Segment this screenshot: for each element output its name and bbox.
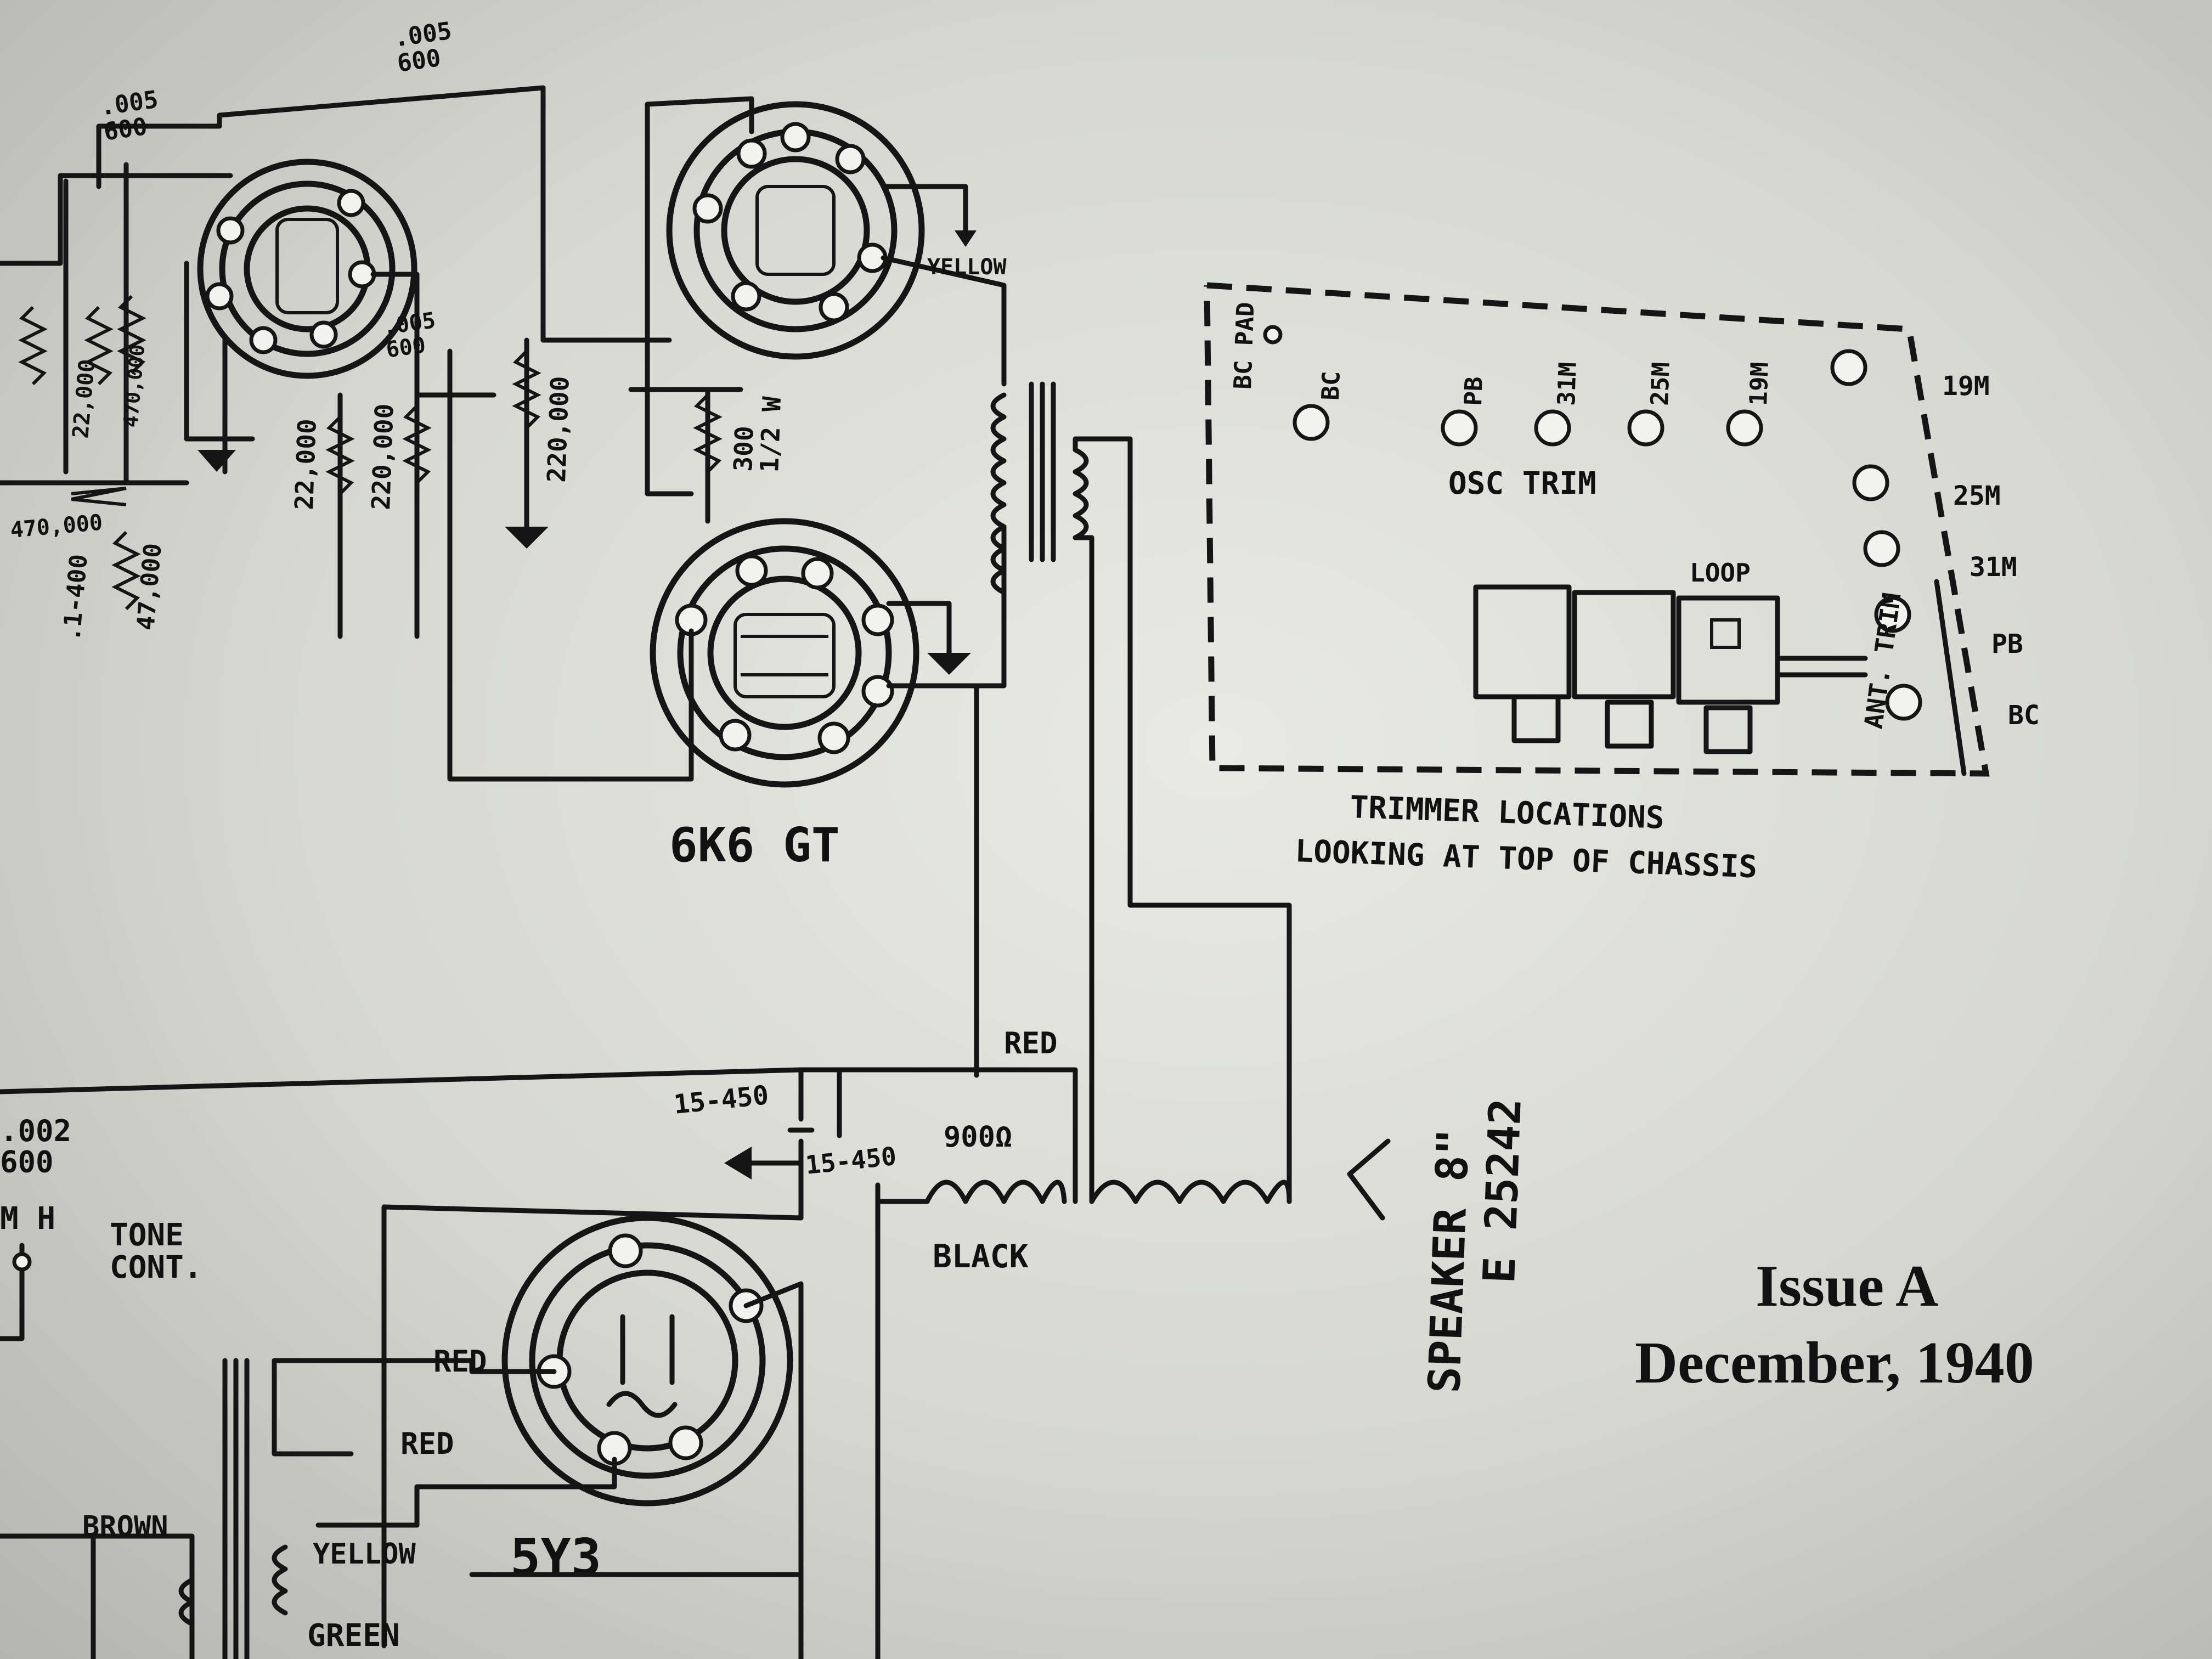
cap-005-b-label: .005600 [98, 86, 163, 146]
cap-005-c-label: .005600 [381, 308, 441, 363]
wire-black-label: BLACK [933, 1238, 1029, 1275]
trimmer-title-line2: LOOKING AT TOP OF CHASSIS [1295, 833, 1758, 885]
trimmer-title-line1: TRIMMER LOCATIONS [1350, 789, 1665, 836]
choke-label: 900Ω [944, 1121, 1012, 1154]
speaker-label: SPEAKER 8" [1419, 1128, 1479, 1394]
res-22000-b-label: 22,000 [289, 418, 322, 510]
right-25m-label: 25M [1953, 481, 2001, 511]
tube-socket-6k6gt [650, 518, 919, 788]
osc-19m-label: 19M [1745, 362, 1774, 406]
tube-5y3-label: 5Y3 [510, 1528, 601, 1587]
osc-pb-label: PB [1459, 376, 1488, 407]
wire-red-top-label: RED [1004, 1026, 1058, 1060]
resistors [18, 295, 723, 611]
wire-red-2-label: RED [400, 1426, 454, 1461]
tube-socket-5y3 [501, 1215, 793, 1506]
loop-label: LOOP [1690, 558, 1751, 588]
res-220000-a-label: 220,000 [366, 403, 399, 511]
issue-date: December, 1940 [1635, 1330, 2034, 1396]
right-bc-label: BC [2008, 700, 2040, 731]
wire-green-label: GREEN [307, 1618, 400, 1654]
issue-label: Issue A [1756, 1254, 1938, 1319]
osc-trim-label: OSC TRIM [1448, 466, 1596, 501]
cap-1-400-label: .1-400 [58, 553, 93, 642]
osc-31m-label: 31M [1553, 362, 1582, 406]
osc-bc-label: BC [1317, 371, 1346, 401]
tube-6k6gt-label: 6K6 GT [669, 818, 840, 873]
right-19m-label: 19M [1942, 371, 1990, 402]
tone-mh-label: M H [0, 1201, 55, 1237]
right-31m-label: 31M [1970, 552, 2017, 583]
trimmer-panel [1204, 282, 1990, 777]
cap-005-a-label: .005600 [392, 17, 456, 78]
right-pb-label: PB [1991, 629, 2023, 659]
wire-brown-label: BROWN [82, 1510, 168, 1543]
bc-pad-label: BC PAD [1229, 302, 1260, 390]
wire-yellow-bottom-label: YELLOW [313, 1538, 416, 1571]
wire-red-1-label: RED [433, 1344, 487, 1379]
tube-socket-top-center [666, 101, 925, 360]
res-220000-b-label: 220,000 [541, 376, 575, 483]
res-22000-a-label: 22,000 [68, 358, 100, 439]
cap-15-450-b-label: 15-450 [804, 1141, 898, 1180]
cap-15-450-a-label: 15-450 [672, 1080, 770, 1120]
res-470000-b-label: 470,000 [9, 510, 104, 543]
tube-socket-top-left [197, 159, 417, 379]
res-300-label: 3001/2 W [728, 395, 787, 473]
osc-25m-label: 25M [1646, 362, 1675, 406]
wiring [0, 85, 1391, 1659]
wire-yellow-top-label: YELLOW [927, 255, 1007, 280]
speaker-part-label: E 25242 [1474, 1097, 1531, 1284]
